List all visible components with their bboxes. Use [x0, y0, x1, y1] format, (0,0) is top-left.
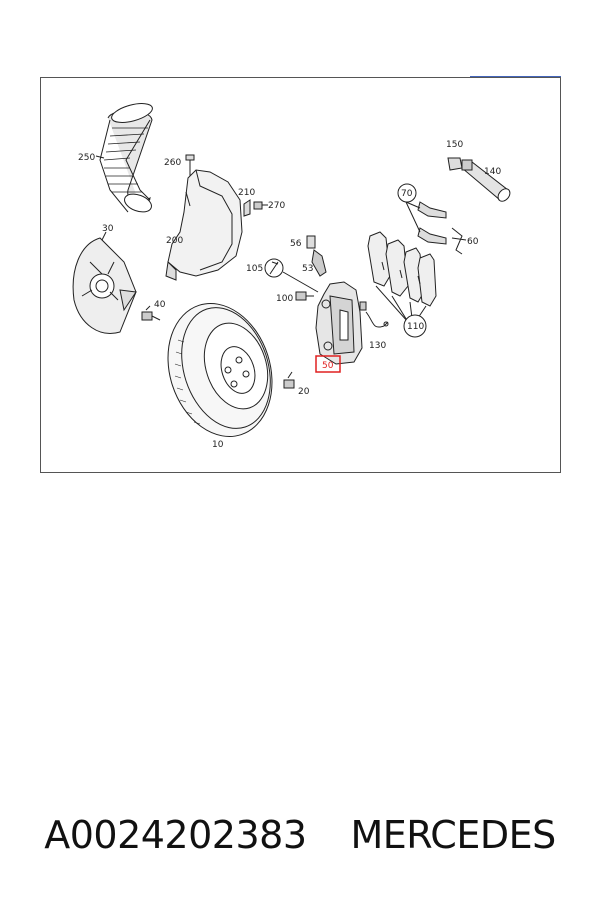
anti-rattle-clip[interactable]	[451, 227, 467, 255]
wrench-symbol[interactable]	[264, 258, 319, 293]
label-210: 210	[238, 188, 255, 198]
callout-circle-70	[397, 183, 417, 203]
label-150: 150	[446, 140, 463, 150]
label-30: 30	[102, 224, 114, 234]
label-100: 100	[276, 294, 293, 304]
label-200: 200	[166, 236, 183, 246]
label-140: 140	[484, 167, 501, 177]
bleeder-56[interactable]	[306, 235, 316, 249]
label-10: 10	[212, 440, 224, 450]
splash-shield[interactable]	[165, 169, 243, 281]
brand-name: MERCEDES	[350, 813, 557, 857]
wear-sensor[interactable]	[359, 301, 389, 328]
label-70: 70	[401, 189, 413, 199]
label-56: 56	[290, 239, 302, 249]
screw-260[interactable]	[185, 154, 195, 178]
brake-disc[interactable]	[151, 290, 288, 450]
leader-30	[101, 231, 107, 241]
label-250: 250	[78, 153, 95, 163]
brake-caliper[interactable]	[315, 281, 363, 365]
label-130: 130	[369, 341, 386, 351]
label-20: 20	[298, 387, 310, 397]
label-260: 260	[164, 158, 181, 168]
screw-270[interactable]	[253, 201, 268, 210]
guide-bush-140[interactable]	[461, 159, 512, 204]
part-labels: 250 260 210 270 200 30 40 150 140 70 60 …	[78, 140, 501, 450]
air-duct-hose[interactable]	[99, 100, 154, 215]
bolt-100[interactable]	[295, 291, 314, 301]
frame-accent-line	[470, 76, 561, 77]
caption: A0024202383 MERCEDES	[0, 800, 600, 870]
brake-pads[interactable]	[367, 231, 437, 323]
backing-plate[interactable]	[72, 237, 137, 334]
screw-20[interactable]	[283, 371, 295, 389]
highlight-box-50	[315, 355, 341, 373]
label-105: 105	[246, 264, 263, 274]
clip-210[interactable]	[243, 199, 251, 217]
label-50: 50	[322, 361, 334, 371]
label-270: 270	[268, 201, 285, 211]
guide-pins[interactable]	[405, 201, 447, 245]
bleeder-53[interactable]	[311, 249, 327, 277]
label-53: 53	[302, 264, 313, 274]
label-110: 110	[407, 322, 424, 332]
label-60: 60	[467, 237, 479, 247]
cover-cap-150[interactable]	[447, 157, 463, 171]
leader-250	[95, 155, 105, 159]
label-40: 40	[154, 300, 166, 310]
bolt-40[interactable]	[141, 305, 161, 321]
part-number: A0024202383	[44, 813, 307, 857]
callout-circle-110	[403, 314, 427, 338]
